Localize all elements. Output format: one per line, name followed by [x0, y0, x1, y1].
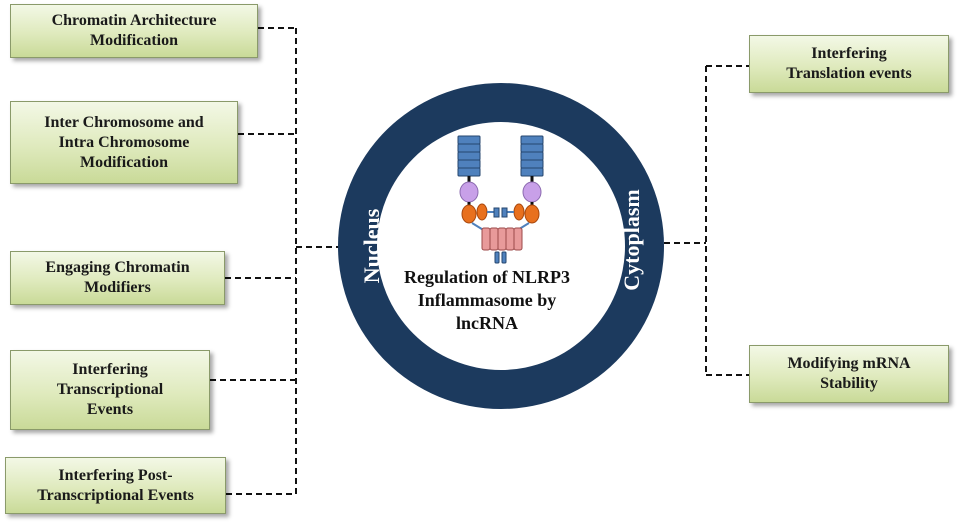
box-line: Events: [86, 401, 134, 418]
box-line: Stability: [820, 375, 878, 392]
box-line: Engaging Chromatin: [45, 259, 190, 276]
box-line: Transcriptional: [56, 381, 164, 398]
center-title-line: lncRNA: [456, 313, 518, 333]
right-box-2: Modifying mRNA Stability: [749, 345, 949, 403]
box-line: Inter Chromosome and: [44, 113, 204, 131]
box-line: Translation events: [786, 65, 912, 82]
center-title: Regulation of NLRP3 Inflammasome by lncR…: [404, 266, 570, 335]
center-title-line: Inflammasome by: [417, 290, 557, 310]
box-line: Chromatin Architecture: [51, 12, 217, 29]
nucleus-label: Nucleus: [359, 208, 384, 284]
box-line: Interfering Post-: [58, 466, 173, 484]
center-title-line: Regulation of NLRP3: [404, 267, 570, 287]
box-line: Interfering: [811, 45, 887, 62]
box-line: Interfering: [72, 361, 148, 378]
box-line: Modifying mRNA: [787, 355, 911, 372]
box-line: Intra Chromosome: [58, 133, 190, 151]
left-box-5: Interfering Post- Transcriptional Events: [5, 457, 226, 514]
box-line: Modification: [79, 153, 168, 171]
box-line: Modifiers: [84, 279, 151, 296]
nlrp3-inflammasome-icon: [457, 135, 544, 264]
box-line: Modification: [90, 32, 178, 49]
cytoplasm-label: Cytoplasm: [619, 189, 644, 291]
box-line: Transcriptional Events: [37, 486, 194, 504]
